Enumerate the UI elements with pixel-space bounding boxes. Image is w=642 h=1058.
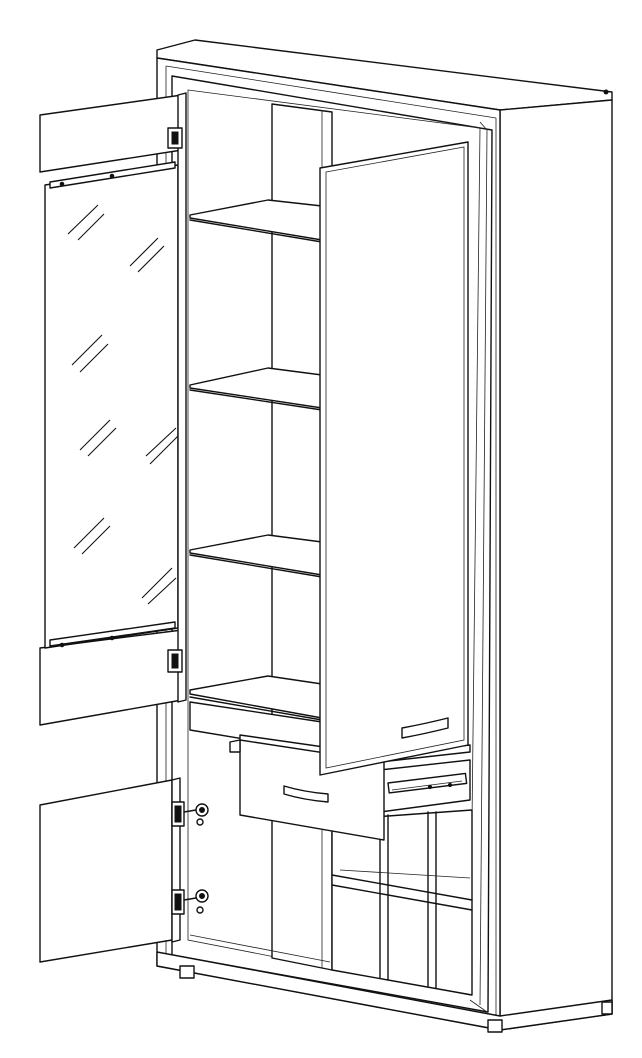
fixed-shelf-edge bbox=[189, 696, 323, 721]
wine-rack-shelf-mid-front bbox=[331, 884, 473, 911]
shelf-1-edge bbox=[189, 219, 323, 243]
clamp-screw-icon bbox=[109, 173, 115, 179]
right-upper-door[interactable] bbox=[319, 141, 469, 776]
glass-door-side-edge bbox=[177, 92, 187, 703]
cabinet-right-side-panel bbox=[499, 99, 613, 1031]
lower-door-hinge-top-icon bbox=[171, 801, 209, 827]
clamp-screw-icon bbox=[59, 642, 65, 648]
wine-rack-shelf-mid bbox=[331, 874, 473, 901]
glass-door-hinge-bottom-icon bbox=[167, 649, 183, 673]
frame-corner-br bbox=[469, 999, 488, 1013]
glass-door-pane[interactable] bbox=[44, 164, 179, 649]
right-door-bevel bbox=[325, 146, 465, 769]
shelf-3-edge bbox=[189, 554, 323, 578]
top-corner-screw-icon bbox=[603, 89, 609, 95]
cabinet-foot-front-left bbox=[179, 965, 195, 979]
wine-rack-frame bbox=[331, 809, 473, 996]
clamp-screw-icon bbox=[109, 635, 115, 641]
drawer-side-left bbox=[229, 739, 241, 753]
wine-rack bbox=[189, 809, 473, 996]
glass-reflection-icon bbox=[67, 204, 179, 605]
frame-bevel-top bbox=[165, 65, 497, 119]
glass-clamp-bottom bbox=[49, 621, 176, 647]
drawer-runner-slot bbox=[391, 780, 463, 791]
cabinet-shelves bbox=[189, 199, 323, 753]
right-door-handle-icon[interactable] bbox=[401, 717, 449, 739]
runner-screw-icon bbox=[427, 784, 433, 790]
left-glass-door[interactable] bbox=[39, 92, 187, 726]
frame-inner-right bbox=[479, 129, 488, 1006]
runner-screw-icon bbox=[447, 782, 453, 788]
right-door-panel[interactable] bbox=[319, 141, 469, 776]
lower-door-panel[interactable] bbox=[39, 779, 173, 963]
glass-door-hinge-top-icon bbox=[167, 127, 183, 149]
cabinet-foot-front-right bbox=[487, 1019, 503, 1033]
left-lower-door[interactable] bbox=[39, 777, 209, 963]
lower-compartment-floor bbox=[189, 934, 331, 963]
frame-corner-tr bbox=[479, 121, 488, 131]
wine-rack-back-line bbox=[339, 869, 471, 879]
cabinet-foot-back-right bbox=[601, 1001, 613, 1015]
shelf-2-edge bbox=[189, 389, 323, 411]
drawer-handle-icon[interactable] bbox=[283, 785, 329, 803]
lower-door-hinge-bottom-icon bbox=[171, 889, 209, 915]
clamp-screw-icon bbox=[59, 181, 65, 187]
